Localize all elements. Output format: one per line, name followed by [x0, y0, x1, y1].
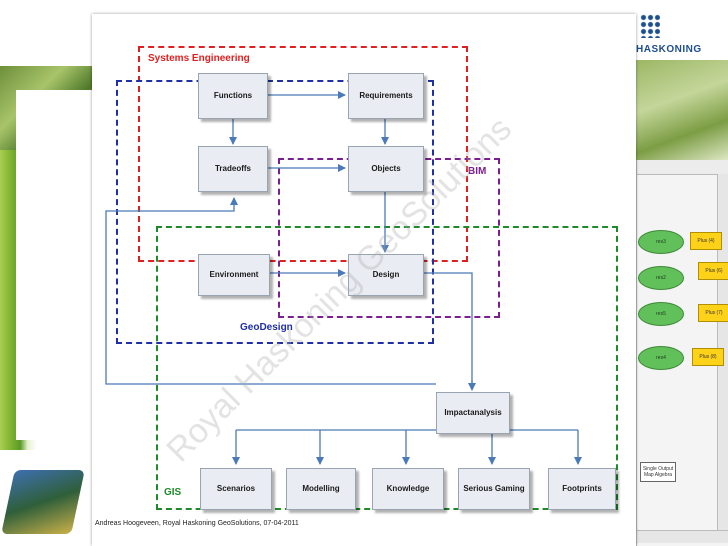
node-functions[interactable]: Functions: [198, 73, 268, 119]
company-logo-text: HASKONING: [636, 44, 702, 55]
node-tradeoffs[interactable]: Tradeoffs: [198, 146, 268, 192]
slide-footer: Andreas Hoogeveen, Royal Haskoning GeoSo…: [95, 520, 299, 527]
arrow-impact-tradeoffs: [105, 197, 436, 385]
node-scenarios[interactable]: Scenarios: [200, 468, 272, 510]
node-design[interactable]: Design: [348, 254, 424, 296]
left-white-panel: [16, 90, 92, 440]
region-label-bim: BIM: [468, 166, 487, 177]
node-objects[interactable]: Objects: [348, 146, 424, 192]
region-label-gis: GIS: [164, 487, 182, 498]
model-tool-box[interactable]: Single Output Map Algebra: [640, 462, 676, 482]
node-requirements[interactable]: Requirements: [348, 73, 424, 119]
node-knowledge[interactable]: Knowledge: [372, 468, 444, 510]
region-label-systems-engineering: Systems Engineering: [148, 53, 250, 64]
model-builder-toolbar: [637, 160, 728, 175]
model-plus-box[interactable]: Plus (4): [690, 232, 722, 250]
node-impactanalysis[interactable]: Impactanalysis: [436, 392, 510, 434]
region-geodesign: [116, 80, 434, 344]
model-ellipse[interactable]: res4: [638, 346, 684, 370]
logo-dots-icon: [640, 14, 660, 38]
model-ellipse[interactable]: res2: [638, 266, 684, 290]
model-plus-box[interactable]: Plus (7): [698, 304, 728, 322]
right-tree-photo: [636, 60, 728, 160]
node-footprints[interactable]: Footprints: [548, 468, 616, 510]
horizontal-scrollbar[interactable]: [637, 530, 728, 543]
arrow-design-impactanalysis-line: [424, 272, 473, 388]
node-serious-gaming[interactable]: Serious Gaming: [458, 468, 530, 510]
model-ellipse[interactable]: res3: [638, 230, 684, 254]
region-label-geodesign: GeoDesign: [240, 322, 293, 333]
model-plus-box[interactable]: Plus (8): [692, 348, 724, 366]
node-environment[interactable]: Environment: [198, 254, 270, 296]
model-plus-box[interactable]: Plus (6): [698, 262, 728, 280]
model-ellipse[interactable]: res5: [638, 302, 684, 326]
region-systems-engineering: [138, 46, 468, 262]
node-modelling[interactable]: Modelling: [286, 468, 356, 510]
